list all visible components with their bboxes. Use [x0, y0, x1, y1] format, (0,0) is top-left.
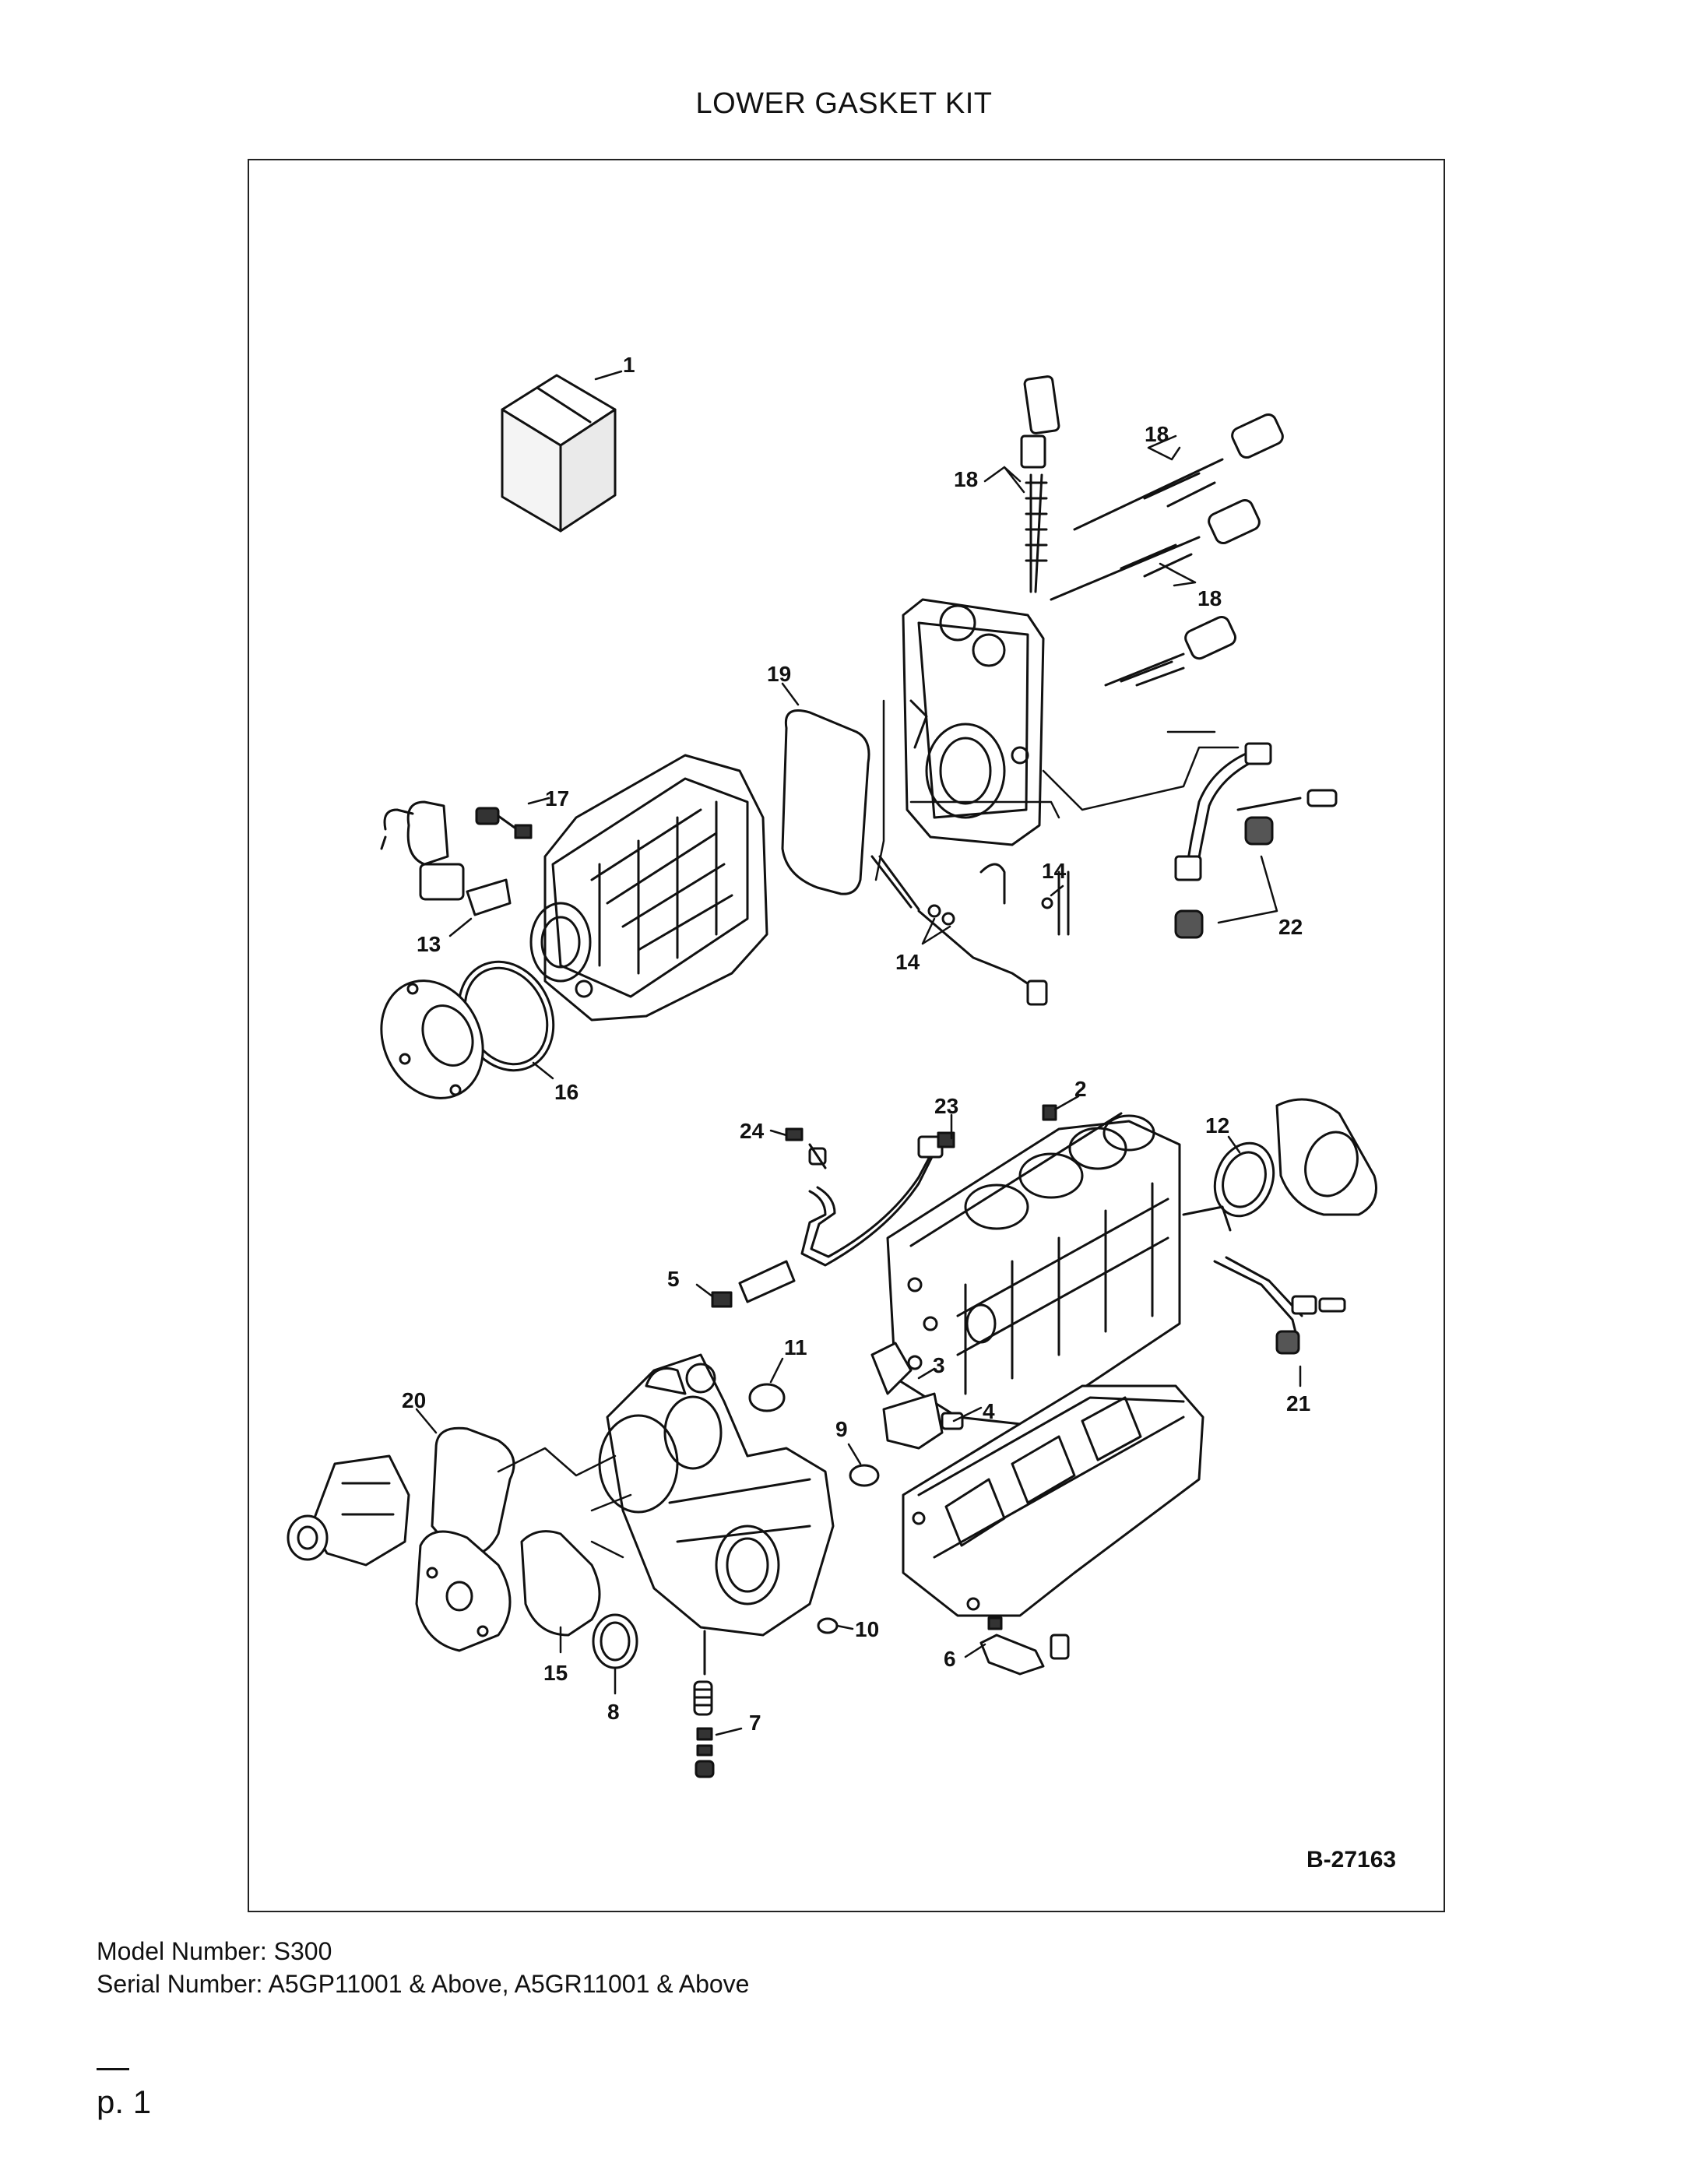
callout-18c: 18	[1197, 586, 1222, 610]
callout-7: 7	[749, 1711, 761, 1735]
feed-pump-part	[380, 800, 533, 916]
relief-valve-part	[693, 1630, 715, 1778]
diagram-frame	[248, 159, 1445, 1912]
seal-9-part	[849, 1464, 880, 1487]
document-number: B-27163	[1306, 1847, 1396, 1873]
oil-pipe-part	[785, 1127, 955, 1267]
callout-11: 11	[784, 1335, 807, 1359]
oil-pipe-21-part	[1213, 1256, 1346, 1355]
pump-cover-part	[415, 1530, 512, 1652]
gasket-15-part	[520, 1530, 601, 1637]
callout-23: 23	[934, 1094, 958, 1118]
page-title: LOWER GASKET KIT	[695, 87, 993, 120]
filter-mount-part	[870, 1342, 964, 1450]
oil-strainer-part	[979, 1616, 1070, 1676]
gasket-19-part	[781, 709, 870, 895]
serial-number-line: Serial Number: A5GP11001 & Above, A5GR11…	[97, 1970, 750, 1998]
page-separator	[97, 2068, 129, 2070]
gear-case-part	[529, 754, 768, 1022]
callout-10: 10	[855, 1617, 879, 1641]
water-pump-part	[287, 1454, 410, 1567]
callout-3: 3	[933, 1353, 945, 1377]
callout-24: 24	[740, 1119, 765, 1143]
delivery-valve-parts	[1020, 375, 1284, 687]
callout-15: 15	[543, 1661, 568, 1685]
callout-12: 12	[1205, 1113, 1229, 1138]
oil-pan-part	[902, 1384, 1204, 1617]
callout-22: 22	[1278, 915, 1303, 939]
callout-18b: 18	[1145, 422, 1169, 446]
callout-21: 21	[1286, 1391, 1310, 1416]
callout-1: 1	[623, 353, 635, 377]
callout-13: 13	[417, 932, 441, 956]
page-number: p. 1	[97, 2084, 152, 2120]
fuel-pipe-part	[1174, 742, 1338, 939]
cylinder-block-part	[886, 1112, 1181, 1426]
callout-18a: 18	[954, 467, 978, 491]
kit-box-part	[501, 374, 617, 533]
seal-10-part	[817, 1617, 839, 1634]
oil-seal-case-part	[1182, 1098, 1377, 1232]
callout-17: 17	[545, 786, 569, 811]
pump-housing-part	[902, 598, 1045, 846]
oring-16-part	[380, 960, 555, 1099]
oil-switch-part	[711, 1260, 796, 1308]
callout-20: 20	[402, 1388, 426, 1412]
callout-2: 2	[1074, 1077, 1087, 1101]
callout-6: 6	[944, 1647, 956, 1671]
model-number-line: Model Number: S300	[97, 1937, 332, 1965]
callout-19: 19	[767, 662, 791, 686]
return-line-part	[870, 855, 1070, 1006]
callout-14b: 14	[895, 950, 920, 974]
oring-11-part	[748, 1383, 786, 1412]
callout-5: 5	[667, 1267, 680, 1291]
callout-4: 4	[983, 1399, 995, 1423]
callout-8: 8	[607, 1700, 620, 1724]
callout-9: 9	[835, 1417, 848, 1441]
gear-cover-part	[598, 1353, 835, 1637]
callout-14a: 14	[1042, 859, 1067, 883]
callout-16: 16	[554, 1080, 578, 1104]
